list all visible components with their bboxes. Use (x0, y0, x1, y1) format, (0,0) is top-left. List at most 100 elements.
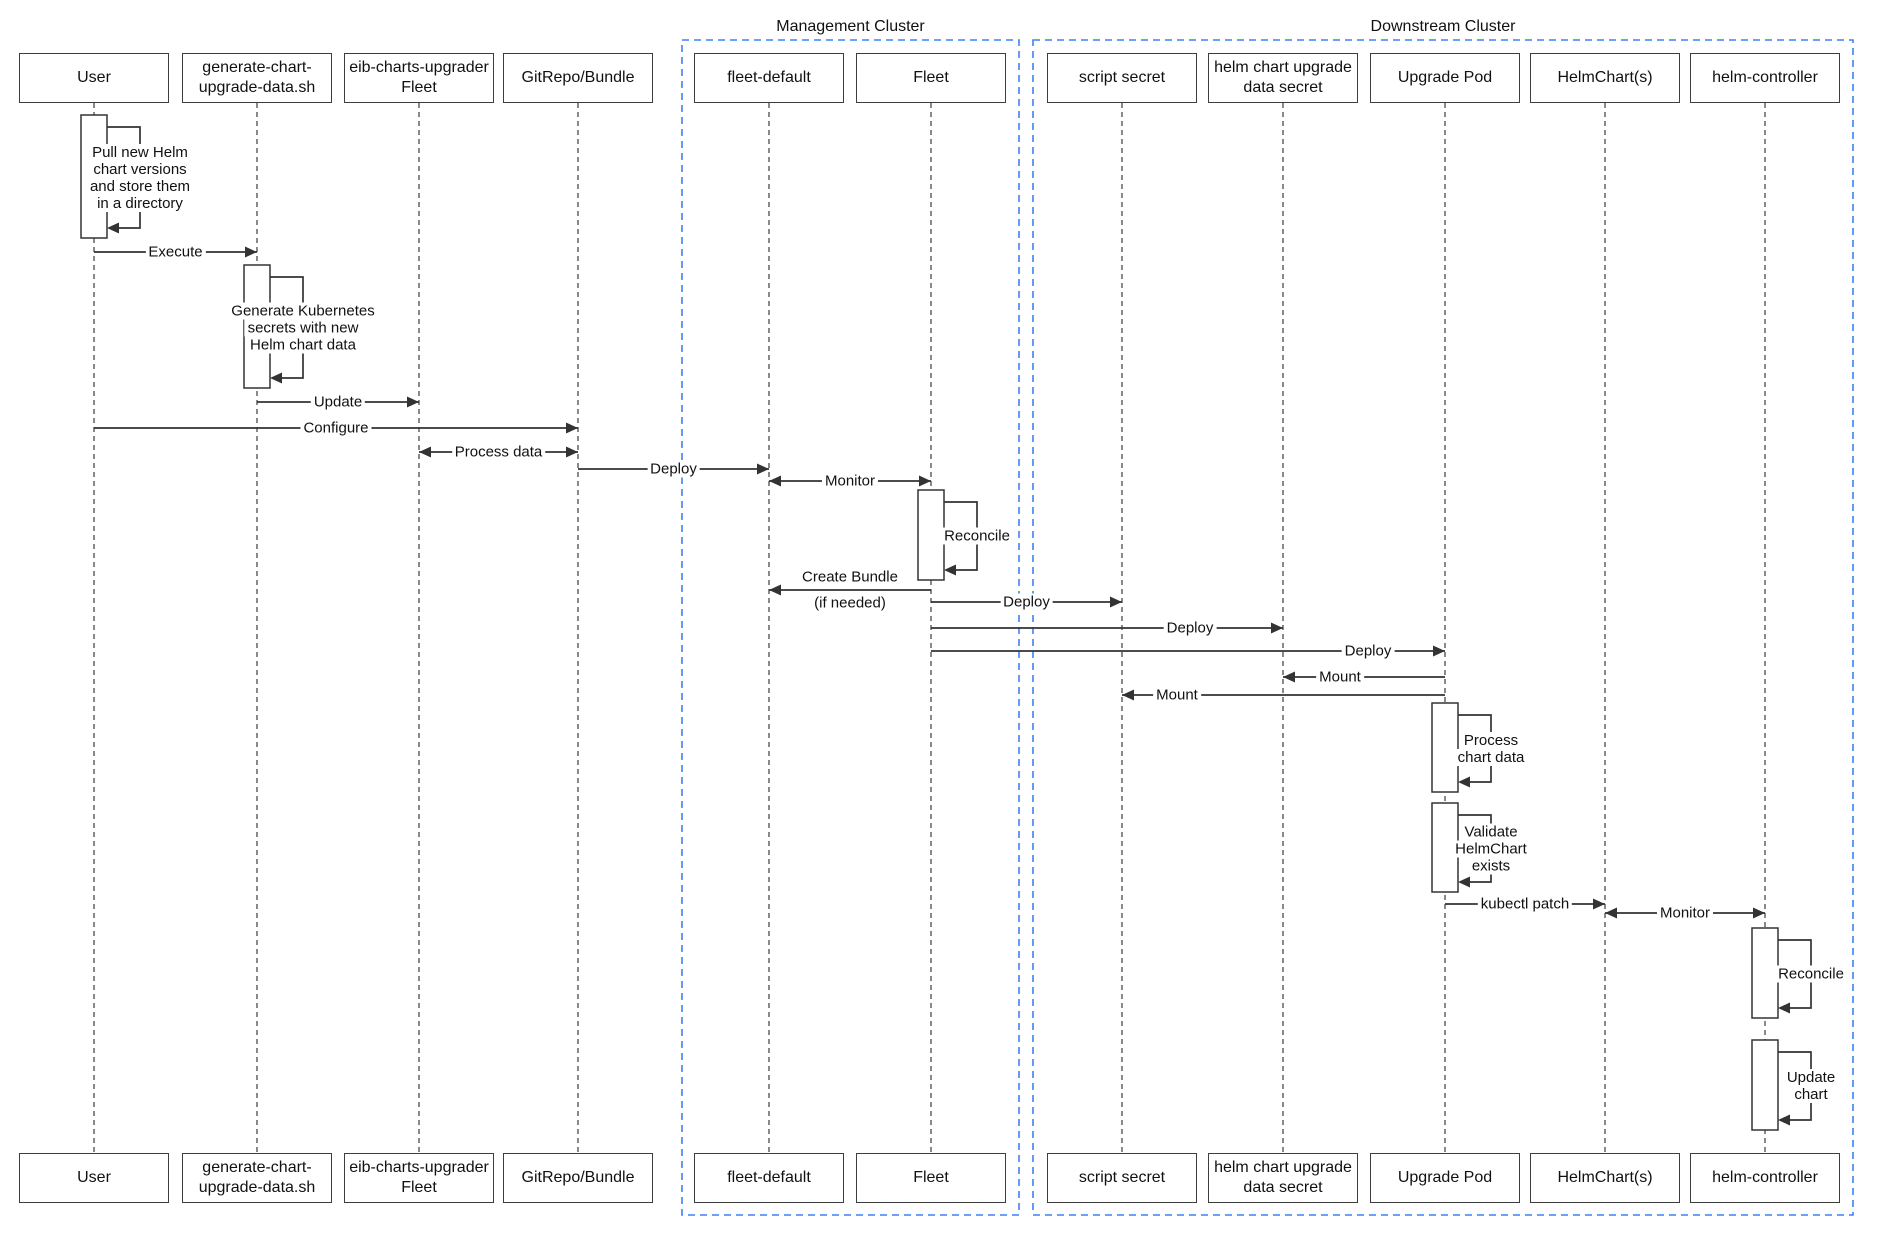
message-label-line: Mount (1153, 686, 1201, 704)
participant-bottom-gen: generate-chart-upgrade-data.sh (182, 1153, 332, 1203)
message-label-line: Monitor (1656, 904, 1714, 922)
message-label-line: Process data (451, 443, 546, 461)
message-label-monitor-fleet: Monitor (821, 472, 879, 490)
message-label-line: chart data (1454, 748, 1528, 766)
participant-label: Fleet (401, 79, 437, 96)
participant-label: User (77, 1169, 111, 1186)
message-label-line: chart versions (90, 160, 190, 178)
participant-label: generate-chart- (202, 1159, 312, 1176)
participant-label: fleet-default (727, 69, 811, 86)
participant-label: helm chart upgrade (1214, 1159, 1352, 1176)
message-label-line: Reconcile (941, 527, 1013, 545)
arrowhead-reconcile-helm-controller (1778, 1002, 1790, 1014)
message-label-line: kubectl patch (1477, 895, 1573, 913)
participant-label: script secret (1078, 69, 1166, 86)
arrowhead-deploy-to-fleet-default (757, 463, 769, 475)
participant-label: GitRepo/Bundle (521, 1169, 635, 1186)
message-label-line: Process (1460, 731, 1522, 749)
participant-bottom-helmcharts: HelmChart(s) (1530, 1153, 1680, 1203)
message-label-line: Deploy (647, 460, 700, 478)
activation-bar-process-chart-data (1431, 702, 1459, 793)
message-label-line: Mount (1316, 668, 1364, 686)
participant-label: User (77, 69, 111, 86)
message-label-line: Create Bundle (802, 568, 898, 586)
message-label-line: (if needed) (814, 594, 886, 612)
participant-top-helmcontroller: helm-controller (1690, 53, 1840, 103)
arrowhead-pull-new-helm-charts (107, 222, 119, 234)
participant-label: eib-charts-upgrader (349, 1159, 489, 1176)
message-label-line: Update (310, 393, 366, 411)
message-label-deploy-script-secret: Deploy (1000, 593, 1053, 611)
participant-label: helm chart upgrade (1214, 59, 1352, 76)
participant-top-gitrepo: GitRepo/Bundle (503, 53, 653, 103)
message-label-kubectl-patch: kubectl patch (1477, 895, 1573, 913)
participant-bottom-fleetdefault: fleet-default (694, 1153, 844, 1203)
participant-label: fleet-default (727, 1169, 811, 1186)
arrowhead-validate-helmchart-exists (1458, 876, 1470, 888)
participant-bottom-scriptsecret: script secret (1047, 1153, 1197, 1203)
participant-label: generate-chart- (202, 59, 312, 76)
message-label-line: Pull new Helm (89, 143, 191, 161)
participant-bottom-gitrepo: GitRepo/Bundle (503, 1153, 653, 1203)
activation-bar-update-chart (1751, 1039, 1779, 1131)
activation-bar-validate-helmchart-exists (1431, 802, 1459, 893)
participant-label: helm-controller (1712, 69, 1818, 86)
participant-bottom-upgradepod: Upgrade Pod (1370, 1153, 1520, 1203)
arrowhead-deploy-upgrade-pod (1433, 645, 1445, 657)
participant-label: eib-charts-upgrader (349, 59, 489, 76)
participant-label: script secret (1078, 1169, 1166, 1186)
message-label-line: Update (1783, 1069, 1839, 1086)
message-label-line: Helm chart data (247, 336, 359, 353)
message-label-line: in a directory (94, 194, 186, 212)
message-label-mount-upgrade-data-secret: Mount (1316, 668, 1364, 686)
message-label-line: Reconcile (1775, 965, 1847, 983)
frame-label-management-cluster: Management Cluster (776, 18, 925, 35)
message-label-monitor-helmcharts: Monitor (1656, 904, 1714, 922)
participant-label: HelmChart(s) (1557, 1169, 1653, 1186)
arrowhead-mount-script-secret (1122, 689, 1134, 701)
frame-label-downstream-cluster: Downstream Cluster (1370, 18, 1516, 35)
participant-bottom-user: User (19, 1153, 169, 1203)
arrowhead-mount-upgrade-data-secret (1283, 671, 1295, 683)
arrowhead-update (407, 396, 419, 408)
message-label-create-bundle: Create Bundle (if needed) (801, 569, 899, 612)
arrowhead-configure (566, 422, 578, 434)
participant-label: upgrade-data.sh (198, 79, 316, 96)
participant-top-upgradepod: Upgrade Pod (1370, 53, 1520, 103)
arrowhead-execute (245, 246, 257, 258)
activation-bar-reconcile-helm-controller (1751, 927, 1779, 1019)
arrowhead-monitor-fleet (919, 475, 931, 487)
message-label-process-data: Process data (451, 443, 546, 461)
message-label-update: Update (310, 393, 366, 411)
arrowhead-process-data (566, 446, 578, 458)
message-label-line: chart (1791, 1086, 1831, 1103)
message-label-reconcile-helm-controller: Reconcile (1775, 965, 1847, 983)
arrowhead-kubectl-patch (1593, 898, 1605, 910)
arrowhead-deploy-script-secret (1110, 596, 1122, 608)
participant-label: GitRepo/Bundle (521, 69, 635, 86)
message-label-execute: Execute (145, 243, 206, 261)
message-label-line: Generate Kubernetes (228, 302, 378, 319)
participant-top-gen: generate-chart-upgrade-data.sh (182, 53, 332, 103)
message-label-line: and store them (86, 177, 194, 195)
arrowhead-start-monitor-fleet (769, 475, 781, 487)
arrowhead-update-chart (1778, 1114, 1790, 1126)
message-label-deploy-upgrade-pod: Deploy (1341, 642, 1395, 660)
participant-top-fleetdefault: fleet-default (694, 53, 844, 103)
arrowhead-process-chart-data (1458, 776, 1470, 788)
participant-top-scriptsecret: script secret (1047, 53, 1197, 103)
arrowhead-reconcile-fleet (944, 564, 956, 576)
message-label-line: Deploy (1163, 619, 1217, 637)
message-label-deploy-to-fleet-default: Deploy (647, 460, 700, 478)
arrowhead-monitor-helmcharts (1753, 907, 1765, 919)
message-label-line: Monitor (821, 472, 879, 490)
participant-bottom-fleet: Fleet (856, 1153, 1006, 1203)
message-label-line: Deploy (1000, 593, 1053, 611)
participant-label: helm-controller (1712, 1169, 1818, 1186)
